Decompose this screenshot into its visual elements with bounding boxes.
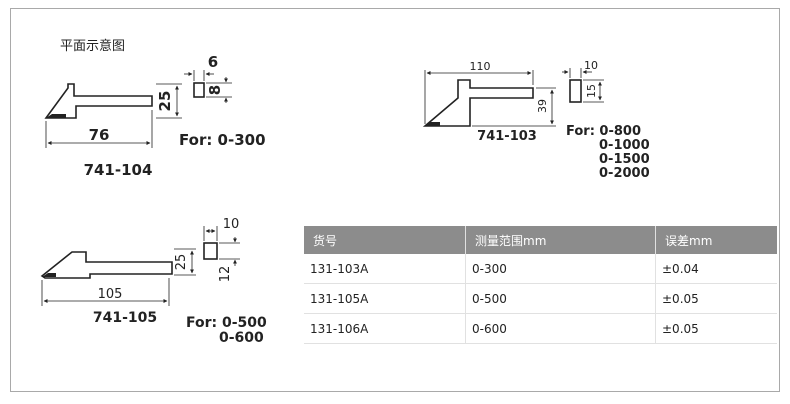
cell-range: 0-300 xyxy=(465,254,656,284)
cell-error: ±0.05 xyxy=(655,313,777,344)
dim-length-741-104: 76 xyxy=(89,126,110,144)
range-741-103-0: For: 0-800 xyxy=(566,124,641,139)
page-heading: 平面示意图 xyxy=(60,39,126,54)
table-row: 131-103A 0-300 ±0.04 xyxy=(304,254,777,284)
dim-height-741-104: 25 xyxy=(156,91,174,112)
col-header-item-no: 货号 xyxy=(304,226,466,254)
table-row: 131-105A 0-500 ±0.05 xyxy=(304,283,777,314)
model-741-104: 741-104 xyxy=(84,161,153,179)
table-header-row: 货号 测量范围mm 误差mm xyxy=(304,226,777,254)
content-frame xyxy=(10,8,780,392)
range-741-105-0: For: 0-500 xyxy=(186,315,267,331)
col-header-error: 误差mm xyxy=(655,226,777,254)
scriber-tip xyxy=(46,114,66,118)
range-741-103-2: 0-1500 xyxy=(599,152,650,167)
range-741-103-1: 0-1000 xyxy=(599,138,650,153)
col-header-range: 测量范围mm xyxy=(465,226,656,254)
scriber-tip xyxy=(42,273,56,277)
dim-height-741-103: 39 xyxy=(536,99,549,113)
dim-section-w-741-103: 10 xyxy=(584,59,598,72)
table-row: 131-106A 0-600 ±0.05 xyxy=(304,313,777,344)
model-741-103: 741-103 xyxy=(477,129,537,144)
dim-section-w-741-105: 10 xyxy=(223,217,240,232)
drawing-741-105 xyxy=(40,226,240,306)
range-741-104-0: For: 0-300 xyxy=(179,131,266,149)
drawing-741-103 xyxy=(422,68,604,127)
dim-height-741-105: 25 xyxy=(174,254,189,271)
dim-section-w-741-104: 6 xyxy=(208,53,218,71)
range-741-105-1: 0-600 xyxy=(219,330,264,346)
dim-section-h-741-105: 12 xyxy=(218,266,233,283)
cell-range: 0-600 xyxy=(465,313,656,344)
cell-error: ±0.04 xyxy=(655,254,777,284)
dim-length-741-103: 110 xyxy=(470,60,491,73)
drawing-741-104 xyxy=(44,70,232,148)
scriber-tip xyxy=(425,122,440,126)
cell-item-no: 131-105A xyxy=(304,283,466,314)
dim-section-h-741-104: 8 xyxy=(206,85,224,95)
spec-table: 货号 测量范围mm 误差mm 131-103A 0-300 ±0.04 131-… xyxy=(304,226,777,344)
scriber-outline xyxy=(40,251,173,279)
dim-section-h-741-103: 15 xyxy=(585,84,598,98)
scriber-outline xyxy=(422,79,534,127)
cell-item-no: 131-103A xyxy=(304,254,466,284)
cell-error: ±0.05 xyxy=(655,283,777,314)
scriber-outline xyxy=(44,83,153,119)
dim-length-741-105: 105 xyxy=(98,287,123,302)
range-741-103-3: 0-2000 xyxy=(599,166,650,181)
cell-range: 0-500 xyxy=(465,283,656,314)
cell-item-no: 131-106A xyxy=(304,313,466,344)
model-741-105: 741-105 xyxy=(93,310,157,326)
